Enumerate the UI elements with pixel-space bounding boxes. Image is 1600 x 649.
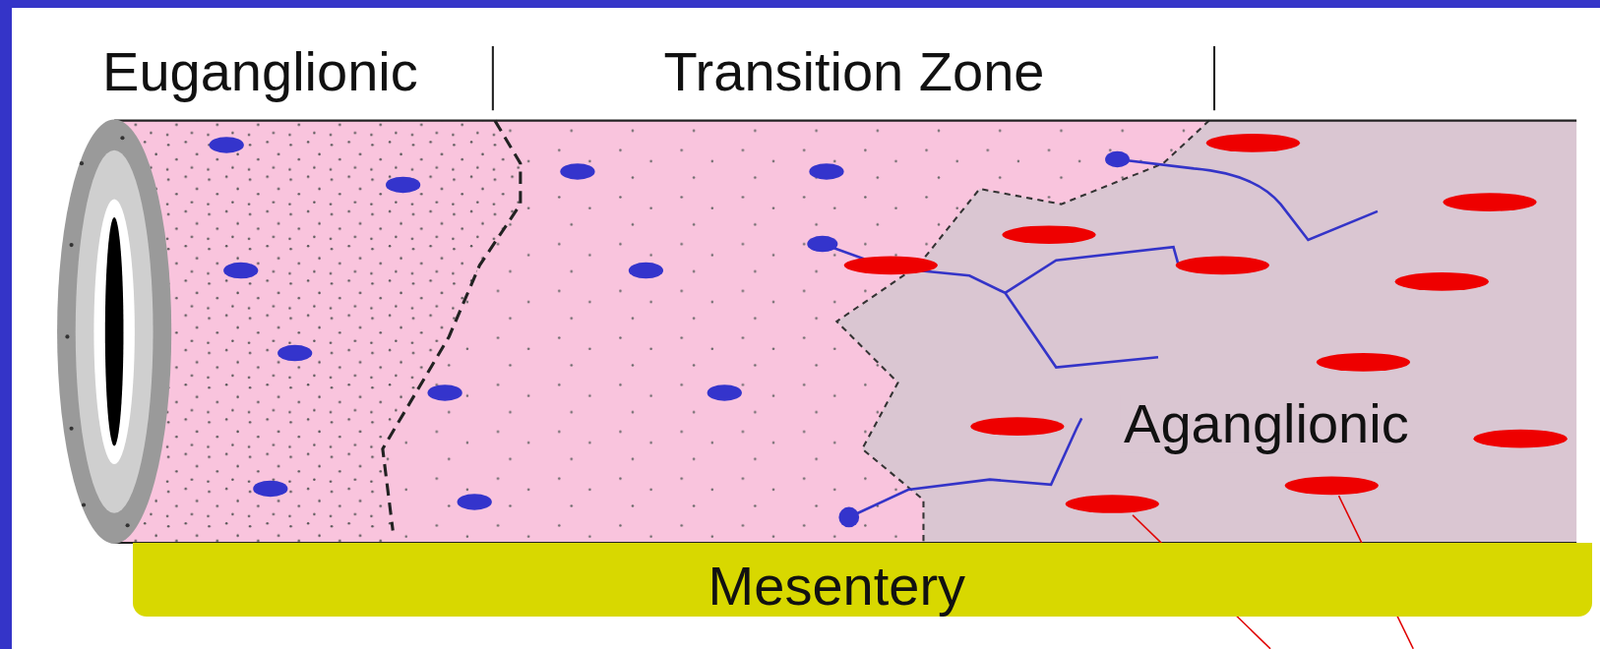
zone-divider bbox=[1213, 46, 1216, 111]
tube-wall bbox=[114, 120, 1577, 123]
band-label: Mesentery bbox=[708, 557, 966, 616]
tube-lumen bbox=[105, 217, 124, 446]
zone-divider bbox=[492, 46, 494, 111]
zone-label: Euganglionic bbox=[102, 42, 419, 101]
nerve-fibres bbox=[822, 159, 1378, 518]
tube-end-outer bbox=[57, 120, 172, 545]
mesentery-band: Mesentery bbox=[132, 543, 1593, 618]
ganglionic-region bbox=[114, 121, 1210, 544]
sparse-texture bbox=[382, 121, 1210, 544]
ganglion-cells bbox=[209, 136, 1130, 528]
region-label: Aganglionic bbox=[1119, 395, 1414, 454]
aganglionic-boundary bbox=[836, 121, 1210, 544]
tube-end-mucosa bbox=[93, 198, 134, 465]
euganglionic-boundary bbox=[382, 121, 521, 532]
hypertrophic-nerve-trunks bbox=[844, 133, 1568, 514]
aganglionic-region bbox=[114, 121, 1577, 544]
zone-label: Transition Zone bbox=[663, 42, 1045, 101]
tube-end-muscle bbox=[75, 150, 154, 514]
cap-dots bbox=[64, 135, 129, 528]
